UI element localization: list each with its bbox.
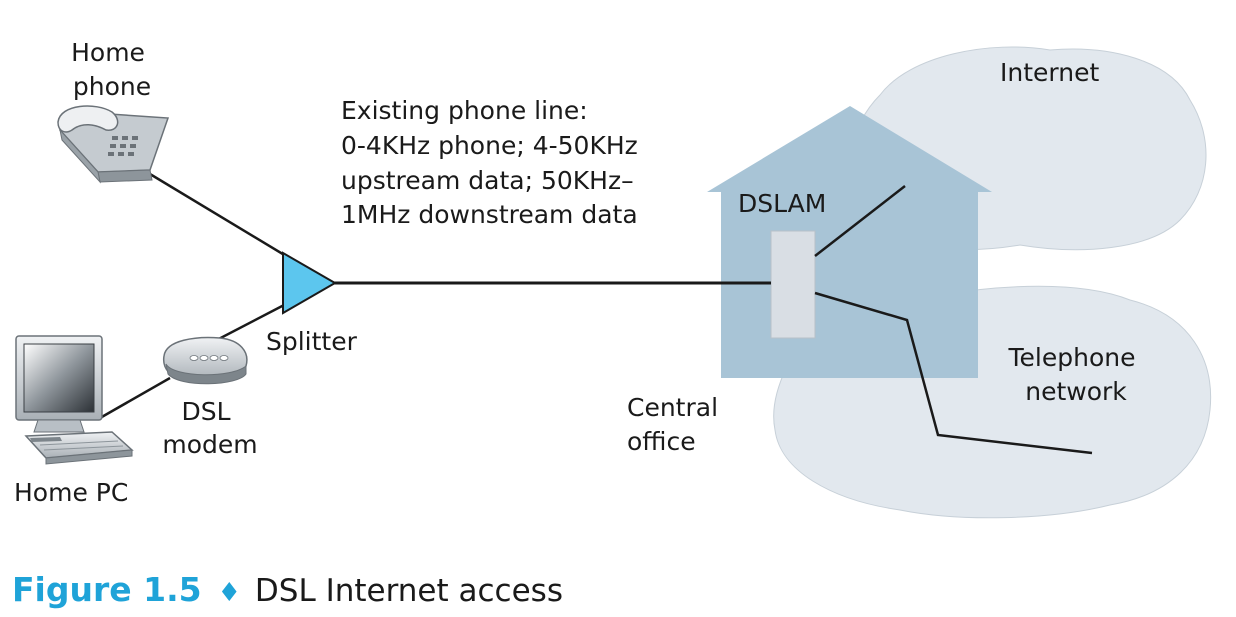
telephone-network-label-line: network [1025, 377, 1127, 406]
splitter-label: Splitter [266, 327, 358, 356]
phone-line-label: Existing phone line: 0-4KHz phone; 4-50K… [341, 96, 646, 229]
dslam-label: DSLAM [738, 189, 826, 218]
internet-label: Internet [1000, 58, 1099, 87]
phone-line-label-line: upstream data; 50KHz– [341, 166, 634, 195]
desktop-computer-icon [15, 335, 134, 465]
home-pc-label: Home PC [14, 478, 128, 507]
caption-separator: ♦ [218, 578, 241, 608]
central-office-label-line: Central [627, 393, 718, 422]
phone-line-label-line: 0-4KHz phone; 4-50KHz [341, 131, 638, 160]
figure-number: Figure 1.5 [12, 570, 202, 609]
home-phone-label: Home phone [71, 38, 153, 101]
splitter-triangle-icon [282, 251, 338, 315]
phone-line-label-line: 1MHz downstream data [341, 200, 638, 229]
dslam-to-telephone-network-line [814, 291, 1093, 455]
home-phone-label-line: Home [71, 38, 145, 67]
telephone-network-label: Telephone network [1008, 343, 1144, 406]
central-office-label-line: office [627, 427, 696, 456]
telephone-icon [57, 105, 170, 184]
figure-caption: Figure 1.5 ♦ DSL Internet access [12, 570, 563, 609]
modem-icon [162, 336, 248, 385]
central-office-label: Central office [627, 393, 726, 456]
dsl-modem-label-line: modem [162, 430, 257, 459]
phone-to-splitter-line [139, 166, 287, 258]
pc-to-modem-line [99, 376, 171, 420]
dslam-to-internet-line [814, 185, 906, 257]
home-phone-label-line: phone [73, 72, 151, 101]
dslam-icon [770, 230, 816, 339]
phone-line-label-line: Existing phone line: [341, 96, 588, 125]
dsl-modem-label-line: DSL [181, 397, 230, 426]
telephone-network-label-line: Telephone [1008, 343, 1136, 372]
caption-text: DSL Internet access [255, 573, 563, 609]
dsl-modem-label: DSL modem [162, 397, 257, 459]
